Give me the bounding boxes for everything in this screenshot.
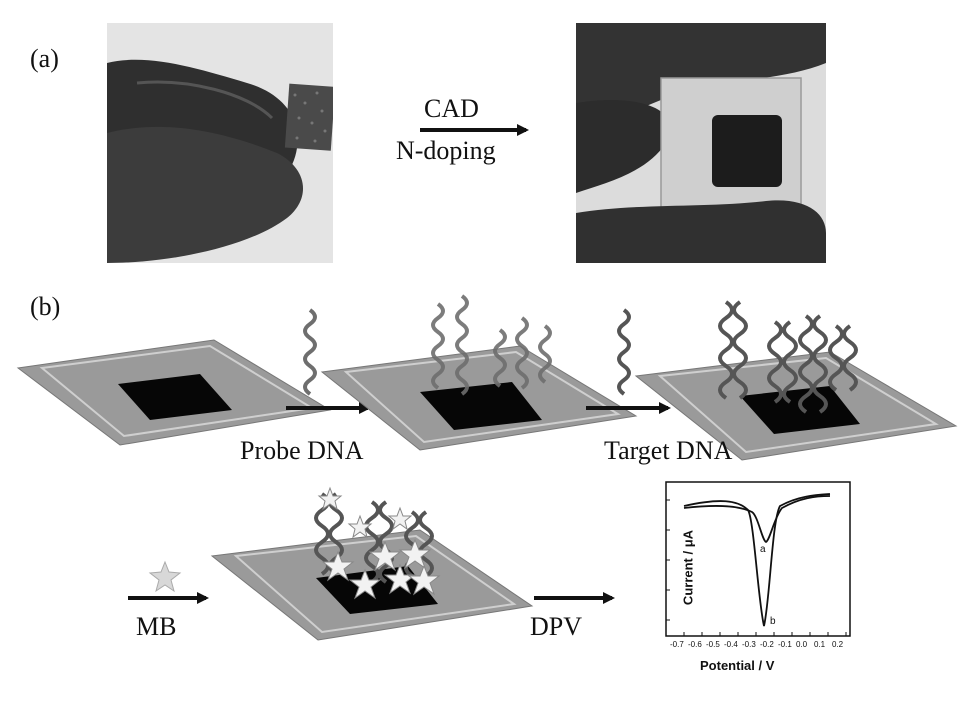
plot-xlabel: Potential / V (700, 658, 775, 673)
plot-x-tick: -0.2 (760, 640, 774, 649)
plot-curve-a-label: a (760, 544, 766, 555)
curve-b-line (683, 493, 831, 627)
probe-dna-strand (303, 308, 317, 396)
curve-a-line (683, 495, 831, 544)
plot-ylabel: Current / μA (680, 529, 696, 606)
label-cad: CAD (424, 94, 479, 123)
plot-x-ticks: -0.7 -0.6 -0.5 -0.4 -0.3 -0.2 -0.1 0.0 0.1 0.2 (670, 640, 860, 654)
plot-x-tick: -0.6 (688, 640, 702, 649)
plot-x-tick: -0.4 (724, 640, 738, 649)
label-mb: MB (136, 612, 177, 641)
plot-x-tick: -0.5 (706, 640, 720, 649)
dpv-plot (665, 481, 851, 637)
electrode-bare (16, 339, 332, 446)
label-target-dna: Target DNA (604, 436, 733, 465)
plot-x-tick: 0.1 (814, 640, 826, 649)
plot-x-tick: -0.7 (670, 640, 684, 649)
plot-curve-b-label: b (770, 616, 776, 627)
photo-sample-on-glass (576, 23, 826, 263)
plot-x-tick: 0.2 (832, 640, 844, 649)
panel-label-a: (a) (30, 44, 59, 73)
target-dna-strand (617, 308, 631, 396)
label-probe-dna: Probe DNA (240, 436, 364, 465)
electrode-with-probe (320, 294, 638, 451)
panel-label-b: (b) (30, 292, 61, 321)
plot-x-tick: -0.1 (778, 640, 792, 649)
electrode-with-mb (210, 486, 534, 641)
plot-x-tick: 0.0 (796, 640, 808, 649)
label-dpv: DPV (530, 612, 583, 641)
mb-star-icon (148, 560, 182, 593)
electrode-hybridized (634, 300, 958, 461)
label-n-doping: N-doping (396, 136, 496, 165)
photo-foam-in-hand (107, 23, 333, 263)
plot-x-tick: -0.3 (742, 640, 756, 649)
